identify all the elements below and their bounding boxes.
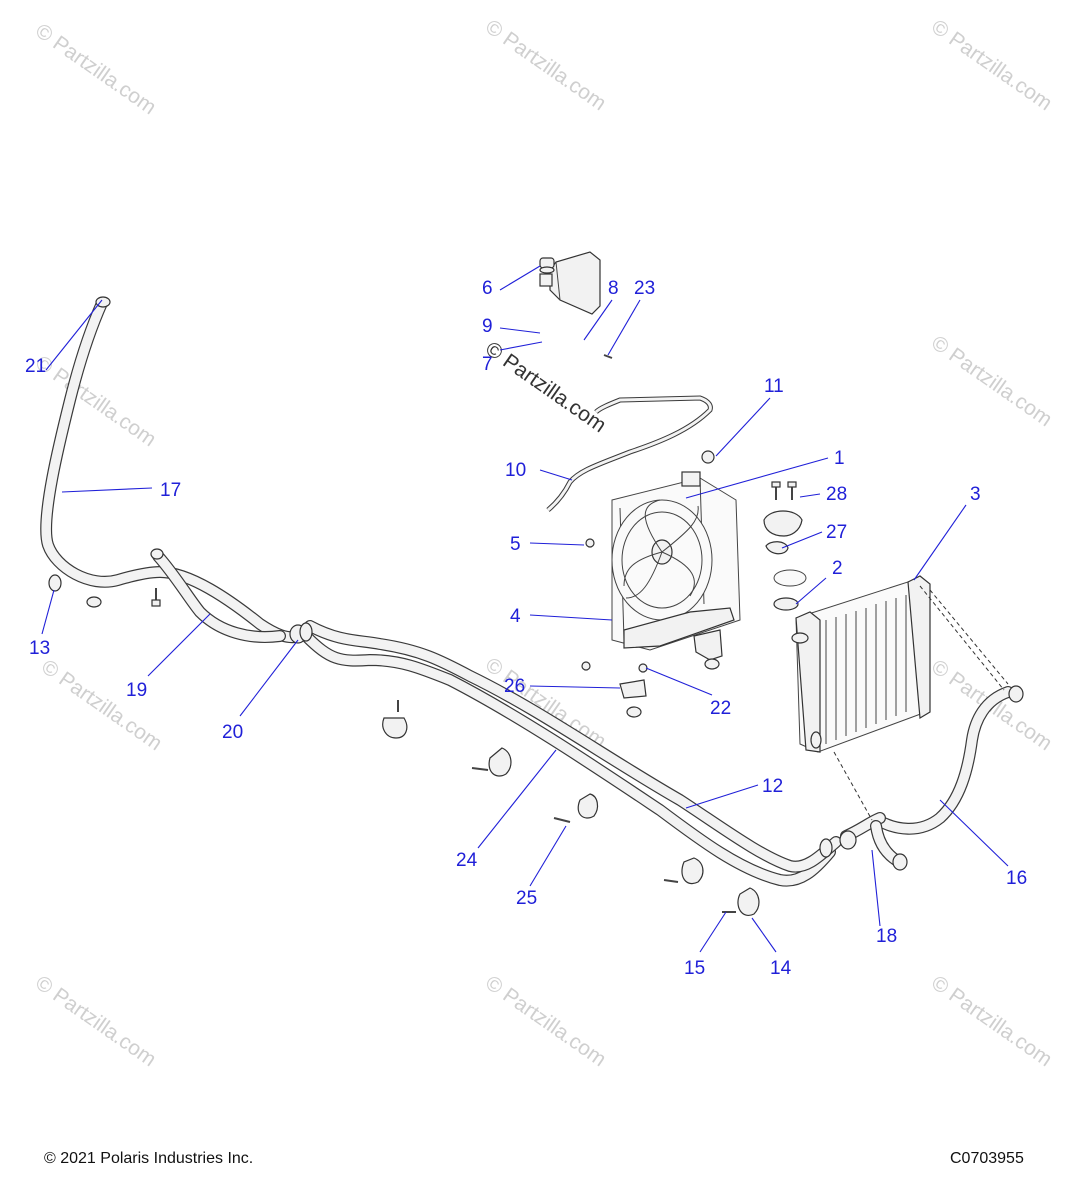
copyright-text: © 2021 Polaris Industries Inc. xyxy=(44,1150,254,1167)
bracket-26 xyxy=(619,679,647,699)
gasket-2 xyxy=(773,597,799,611)
watermark: © Partzilla.com xyxy=(31,19,160,119)
watermark: © Partzilla.com xyxy=(37,655,166,755)
callout-15: 15 xyxy=(684,958,705,979)
callout-20: 20 xyxy=(222,722,243,743)
callout-1: 1 xyxy=(834,448,845,469)
callout-27: 27 xyxy=(826,522,847,543)
callout-7: 7 xyxy=(482,354,493,375)
callout-25: 25 xyxy=(516,888,537,909)
watermark-overlay: © Partzilla.com xyxy=(481,337,610,437)
callout-6: 6 xyxy=(482,278,493,299)
callout-14: 14 xyxy=(770,958,792,979)
callout-19: 19 xyxy=(126,680,147,701)
watermark: © Partzilla.com xyxy=(31,351,160,451)
clamp-13 xyxy=(48,574,62,592)
callout-22: 22 xyxy=(710,698,731,719)
clamp xyxy=(86,596,102,608)
watermark: © Partzilla.com xyxy=(481,15,610,115)
callout-3: 3 xyxy=(970,484,981,505)
watermark: © Partzilla.com xyxy=(927,971,1056,1071)
callout-16: 16 xyxy=(1006,868,1027,889)
callout-8: 8 xyxy=(608,278,619,299)
callout-11: 11 xyxy=(764,376,784,397)
bracket xyxy=(693,629,723,661)
diagram-code: C0703955 xyxy=(950,1150,1024,1167)
watermark: © Partzilla.com xyxy=(31,971,160,1071)
clamp-21 xyxy=(95,296,111,308)
radiator-core-fins xyxy=(825,595,907,744)
callout-18: 18 xyxy=(876,926,897,947)
neck-7 xyxy=(539,273,553,287)
callout-28: 28 xyxy=(826,484,847,505)
callout-23: 23 xyxy=(634,278,655,299)
clamp xyxy=(1008,685,1024,703)
watermark: © Partzilla.com xyxy=(481,971,610,1071)
clamp xyxy=(150,548,164,560)
radiator xyxy=(791,575,1009,821)
thermostat-housing xyxy=(763,510,807,611)
clamp xyxy=(819,838,833,858)
clamp xyxy=(892,853,908,871)
hose-clamps xyxy=(48,296,1024,871)
coolant-reservoir xyxy=(539,251,601,315)
leader-lines xyxy=(41,265,1009,953)
callout-10: 10 xyxy=(505,460,526,481)
coolant-hoses xyxy=(40,297,1014,887)
seal-9 xyxy=(539,266,555,274)
hose-mounts xyxy=(382,717,760,916)
callout-17: 17 xyxy=(160,480,181,501)
callout-24: 24 xyxy=(456,850,478,871)
callout-26: 26 xyxy=(504,676,525,697)
bolts xyxy=(151,354,797,913)
watermark: © Partzilla.com xyxy=(927,15,1056,115)
callout-9: 9 xyxy=(482,316,493,337)
callout-2: 2 xyxy=(832,558,843,579)
callout-4: 4 xyxy=(510,606,521,627)
callouts: 1 2 3 4 5 6 7 8 9 10 11 12 13 14 15 16 1… xyxy=(25,278,1027,979)
callout-21: 21 xyxy=(25,356,46,377)
callout-12: 12 xyxy=(762,776,783,797)
callout-5: 5 xyxy=(510,534,521,555)
clamp xyxy=(839,830,857,850)
watermark: © Partzilla.com xyxy=(927,331,1056,431)
callout-13: 13 xyxy=(29,638,50,659)
clamp-20b xyxy=(299,622,313,642)
fan-shroud-assembly xyxy=(581,450,741,718)
